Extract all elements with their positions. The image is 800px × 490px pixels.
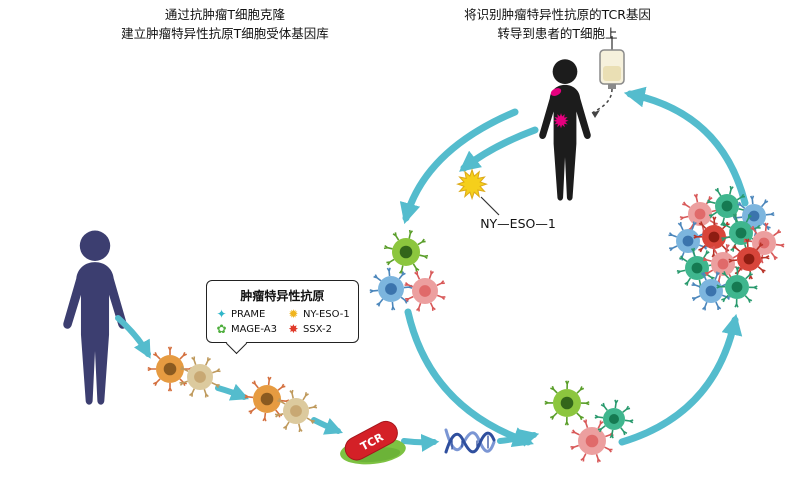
patient-silhouette	[539, 59, 591, 201]
legend-label-ny-eso-1: NY-ESO-1	[302, 308, 350, 320]
caption-right-line2: 转导到患者的T细胞上	[497, 25, 618, 41]
dna-helix-icon	[444, 428, 496, 454]
legend-grid: ✦ PRAME ✹ NY-ESO-1 ✿ MAGE-A3 ✸ SSX-2	[215, 307, 350, 336]
cell-nucleus	[748, 210, 760, 222]
cell-nucleus	[163, 362, 177, 376]
tumor-burst-icon: ✹	[553, 109, 570, 133]
cell-nucleus	[290, 405, 302, 417]
cell-nucleus	[691, 262, 703, 274]
t-cell	[544, 380, 590, 426]
receptor-spikes-icon	[594, 399, 634, 439]
legend-label-ssx-2: SSX-2	[302, 323, 332, 335]
t-cell	[404, 270, 446, 312]
t-cell	[147, 346, 193, 392]
cell-nucleus	[717, 258, 729, 270]
cell-nucleus	[609, 414, 619, 424]
t-cell	[383, 229, 429, 275]
t-cell	[570, 419, 614, 463]
iv-bag-icon	[591, 36, 625, 118]
cycle-arrow-bottom-right	[618, 313, 743, 446]
arrow-to-dna	[401, 433, 440, 452]
cell-nucleus	[721, 200, 733, 212]
flower-icon: ✿	[216, 322, 227, 336]
cell-nucleus	[260, 392, 274, 406]
tumor-marker-icon	[550, 88, 562, 96]
cell-nucleus	[731, 281, 743, 293]
caption-left-line1: 通过抗肿瘤T细胞克隆	[164, 7, 286, 22]
legend-label-mage-a3: MAGE-A3	[231, 323, 277, 335]
cell-nucleus	[708, 231, 720, 243]
sparkle-icon: ✦	[216, 307, 227, 321]
cell-nucleus	[735, 227, 747, 239]
legend-title: 肿瘤特异性抗原	[240, 289, 325, 303]
caption-left: 通过抗肿瘤T细胞克隆 建立肿瘤特异性抗原T细胞受体基因库	[95, 6, 355, 44]
antigen-label: NY—ESO—1	[480, 216, 556, 231]
legend-item-mage-a3: ✿ MAGE-A3	[215, 322, 277, 336]
t-cell	[721, 213, 761, 253]
receptor-spikes-icon	[383, 229, 429, 275]
cell-nucleus	[560, 396, 574, 410]
t-cell	[369, 267, 413, 311]
cell-nucleus	[694, 208, 706, 220]
t-cell	[676, 247, 718, 289]
t-cell	[244, 376, 290, 422]
cell-nucleus	[385, 283, 397, 295]
receptor-spikes-icon	[570, 419, 614, 463]
cycle-arrow-top-right	[623, 86, 749, 207]
cycle-arrows	[399, 86, 749, 448]
legend-item-ny-eso-1: ✹ NY-ESO-1	[287, 307, 350, 321]
legend-item-ssx-2: ✸ SSX-2	[287, 323, 350, 335]
starburst-icon: ✹	[288, 307, 299, 321]
arrow-patient-to-antigen	[459, 126, 539, 172]
t-cell	[668, 221, 708, 261]
t-cell	[594, 399, 634, 439]
receptor-spikes-icon	[244, 376, 290, 422]
cycle-arrow-bottom-left	[404, 308, 534, 448]
receptor-spikes-icon	[716, 266, 758, 308]
legend-item-prame: ✦ PRAME	[215, 308, 277, 320]
arrow-cells-step	[215, 383, 249, 401]
t-cell	[274, 389, 318, 433]
cell-nucleus	[419, 285, 431, 297]
receptor-spikes-icon	[544, 380, 590, 426]
cell-nucleus	[743, 253, 755, 265]
star-icon: ✸	[288, 322, 299, 336]
cell-nucleus	[705, 285, 717, 297]
arrow-donor-to-cells	[115, 315, 151, 359]
antigen-legend: 肿瘤特异性抗原 ✦ PRAME ✹ NY-ESO-1 ✿ MAGE-A3 ✸ S…	[206, 280, 359, 354]
cycle-arrow-top-left	[399, 108, 519, 225]
legend-label-prame: PRAME	[231, 308, 266, 320]
cell-nucleus	[682, 235, 694, 247]
receptor-spikes-icon	[274, 389, 318, 433]
svg-text:✹: ✹	[456, 163, 488, 207]
caption-right-line1: 将识别肿瘤特异性抗原的TCR基因	[464, 7, 651, 22]
cell-nucleus	[399, 245, 413, 259]
receptor-spikes-icon	[179, 356, 221, 398]
process-arrows	[115, 315, 540, 452]
caption-left-line2: 建立肿瘤特异性抗原T细胞受体基因库	[121, 25, 329, 41]
ny-eso-1-antigen-icon: ✹	[456, 163, 500, 216]
donor-silhouette	[63, 230, 127, 405]
arrow-to-tcr	[311, 417, 344, 435]
cell-nucleus	[585, 434, 599, 448]
tcr-complex: TCR	[340, 420, 406, 465]
caption-right: 将识别肿瘤特异性抗原的TCR基因 转导到患者的T细胞上	[430, 6, 685, 44]
receptor-spikes-icon	[404, 270, 446, 312]
t-cell	[716, 266, 758, 308]
t-cell	[179, 356, 221, 398]
t-cells-layer	[147, 185, 785, 463]
t-cell	[733, 195, 775, 237]
cell-nucleus	[194, 371, 206, 383]
